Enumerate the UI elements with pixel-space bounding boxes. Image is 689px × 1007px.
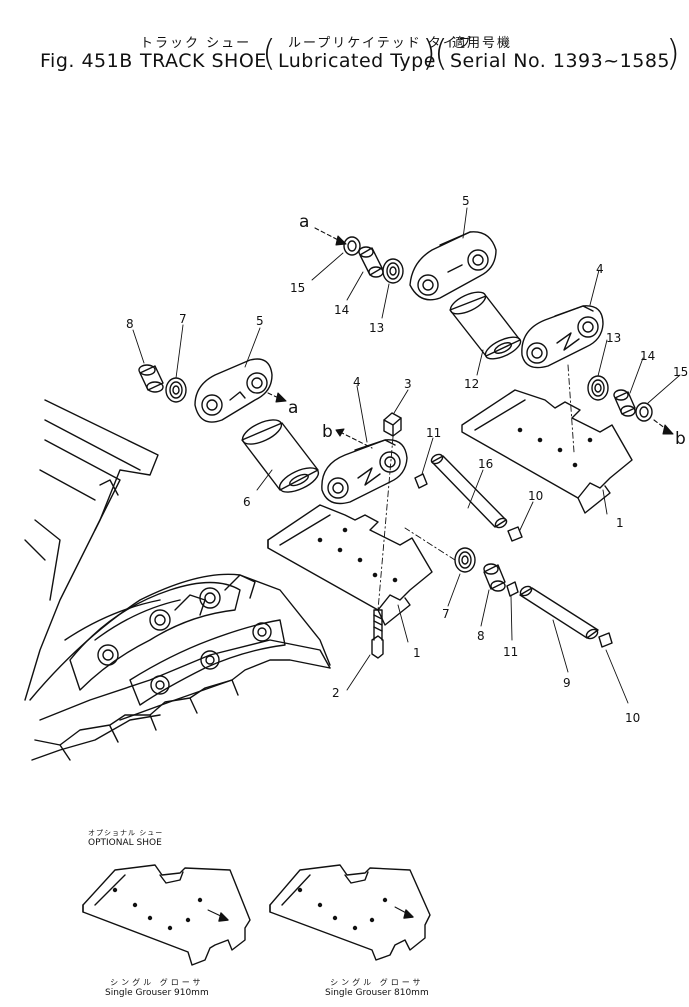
callout-2: 2 xyxy=(332,686,340,700)
serial-jp: 適用号機 xyxy=(452,36,513,51)
callout-8-middle: 8 xyxy=(477,629,485,643)
callout-7-middle: 7 xyxy=(442,607,450,621)
track-shoe-middle xyxy=(267,504,433,626)
link-left xyxy=(194,358,273,423)
callout-6: 6 xyxy=(243,495,251,509)
callout-5-top: 5 xyxy=(462,194,470,208)
figure-title: トラック シュー ループリケイテッド タイプ 適用号機 Fig. 451B TR… xyxy=(40,32,680,84)
callout-9: 9 xyxy=(563,676,571,690)
arrow-label-b-middle: b xyxy=(322,422,333,442)
paren-open-1: ( xyxy=(262,33,277,74)
pin-16 xyxy=(430,453,508,529)
link-top xyxy=(409,231,497,301)
callout-labels: 5 4 15 14 13 8 7 5 4 3 11 16 6 12 13 14 … xyxy=(126,194,688,725)
optional-shoe-810 xyxy=(269,864,431,961)
small-parts xyxy=(138,236,653,659)
caption-shoe-810-en: Single Grouser 810mm xyxy=(325,988,429,998)
direction-arrows xyxy=(267,227,674,449)
callout-4-middle: 4 xyxy=(353,375,361,389)
assembly-center-lines xyxy=(377,364,575,611)
type-jp: ループリケイテッド タイプ xyxy=(288,36,473,51)
serial-label: Serial No. 1393~1585 xyxy=(450,50,671,72)
bushing-6 xyxy=(241,419,320,493)
figure-number: Fig. 451B xyxy=(40,50,133,72)
callout-15-top: 15 xyxy=(290,281,305,295)
callout-15-right: 15 xyxy=(673,365,688,379)
optional-shoe-heading-jp: オプショナル シュー xyxy=(88,829,164,837)
callout-11-upper: 11 xyxy=(426,426,441,440)
link-middle xyxy=(321,439,408,505)
paren-close-2: ) xyxy=(666,33,681,74)
callout-5-left: 5 xyxy=(256,314,264,328)
pin-9 xyxy=(519,585,599,640)
caption-shoe-910-jp: シングル グローサ xyxy=(110,978,204,987)
callout-14-top: 14 xyxy=(334,303,349,317)
callout-7-left: 7 xyxy=(179,312,187,326)
arrow-label-a-left: a xyxy=(288,398,298,418)
callout-11-lower: 11 xyxy=(503,645,518,659)
optional-shoe-heading-en: OPTIONAL SHOE xyxy=(88,838,162,848)
optional-shoe-910 xyxy=(82,864,251,966)
callout-4-right: 4 xyxy=(596,262,604,276)
callout-14-right: 14 xyxy=(640,349,655,363)
callout-16: 16 xyxy=(478,457,493,471)
arrow-label-a-top: a xyxy=(299,212,309,232)
leader-lines xyxy=(132,207,681,704)
caption-shoe-910-en: Single Grouser 910mm xyxy=(105,988,209,998)
figure-name: TRACK SHOE xyxy=(140,50,267,72)
callout-12: 12 xyxy=(464,377,479,391)
callout-1-middle: 1 xyxy=(413,646,421,660)
bushing-12 xyxy=(449,291,522,360)
callout-13-right: 13 xyxy=(606,331,621,345)
callout-13-top: 13 xyxy=(369,321,384,335)
assembled-track-illustration xyxy=(24,399,331,761)
title-jp: トラック シュー xyxy=(140,36,252,51)
caption-shoe-810-jp: シングル グローサ xyxy=(330,978,424,987)
callout-3: 3 xyxy=(404,377,412,391)
link-right xyxy=(521,305,604,369)
optional-shoe-heading: オプショナル シュー OPTIONAL SHOE xyxy=(88,828,163,848)
caption-shoe-810: シングル グローサ Single Grouser 810mm xyxy=(325,977,429,998)
callout-10-upper: 10 xyxy=(528,489,543,503)
type-label: Lubricated Type xyxy=(278,50,436,72)
arrow-label-b-right: b xyxy=(675,429,686,449)
paren-open-2: ( xyxy=(434,33,449,74)
track-shoe-right xyxy=(461,389,633,514)
callout-1-right: 1 xyxy=(616,516,624,530)
callout-10-lower: 10 xyxy=(625,711,640,725)
paren-close-1: ) xyxy=(422,33,437,74)
callout-8-left: 8 xyxy=(126,317,134,331)
caption-shoe-910: シングル グローサ Single Grouser 910mm xyxy=(105,977,209,998)
